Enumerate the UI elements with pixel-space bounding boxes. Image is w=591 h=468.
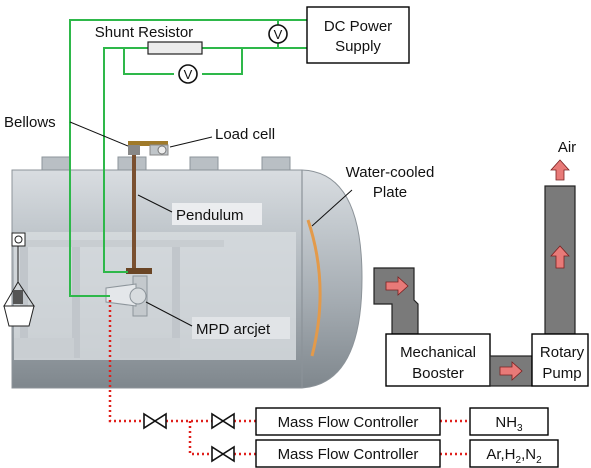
bellows-leader [69, 121, 129, 147]
flow-arrow-up [550, 245, 570, 269]
wire-positive [69, 19, 307, 297]
air-label: Air [558, 139, 576, 156]
dc-power-supply-box [306, 6, 410, 64]
mechanical-booster-duct [373, 267, 419, 335]
mass-flow-controller-2-box [255, 439, 441, 468]
pendulum-label-bg [172, 203, 262, 225]
valve [211, 445, 235, 463]
vacuum-chamber [11, 156, 363, 389]
gas-source-mix-label: Ar,H2,N2 [486, 446, 542, 466]
arcjet-nozzle [105, 283, 137, 307]
frame-base [120, 338, 180, 358]
pendulum-assembly [126, 141, 169, 274]
mass-flow-controller-1-label: Mass Flow Controller [278, 414, 419, 431]
pendulum-label: Pendulum [176, 207, 244, 224]
load-cell-label: Load cell [215, 126, 275, 143]
rotary-pump-label-1: Rotary [540, 344, 585, 361]
voltmeter-shunt: V [178, 64, 198, 84]
gas-source-nh3-label: NH3 [495, 414, 523, 434]
flow-arrow-right [385, 276, 409, 296]
gas-line-main [108, 300, 144, 423]
pendulum-clamp [126, 268, 152, 274]
mass-flow-controller-1-box [255, 407, 441, 436]
water-cooled-plate [306, 219, 322, 357]
frame-base [14, 338, 74, 358]
pendulum-leader [137, 194, 173, 213]
pulley-wheel [14, 235, 23, 244]
shunt-resistor [147, 41, 203, 55]
mpd-leader [145, 301, 193, 327]
mpd-arcjet-label: MPD arcjet [196, 321, 271, 338]
frame-post [172, 240, 180, 358]
voltmeter-supply: V [268, 24, 288, 44]
mechanical-booster-label-2: Booster [412, 365, 464, 382]
weight-basket [3, 305, 35, 327]
load-cell-sensor [157, 145, 167, 155]
mpd-arcjet [105, 275, 148, 317]
dc-power-supply-label-2: Supply [335, 38, 381, 55]
water-cooled-leader [311, 189, 353, 227]
frame-post [20, 240, 28, 358]
gas-source-nh3-box [469, 407, 549, 436]
frame-beam [14, 240, 224, 247]
rotary-pump-box [531, 333, 589, 387]
flow-arrow-right [499, 361, 523, 381]
pulley-box [11, 232, 26, 247]
mpd-label-bg [192, 317, 290, 339]
gas-feed-lines [108, 300, 470, 456]
valve [211, 412, 235, 430]
load-cell-bar [128, 141, 168, 146]
bellows-top [128, 145, 140, 155]
weight-stack [13, 290, 23, 304]
mass-flow-controller-2-label: Mass Flow Controller [278, 446, 419, 463]
voltmeter-supply-symbol: V [274, 27, 283, 42]
bellows-label: Bellows [4, 114, 56, 131]
mechanical-booster-label-1: Mechanical [400, 344, 476, 361]
water-cooled-label-1: Water-cooled [346, 164, 435, 181]
power-wiring [69, 19, 307, 297]
calibration-weights [3, 232, 35, 327]
gas-line-branch [188, 421, 212, 456]
valve [143, 412, 167, 430]
rotary-pump-label-2: Pump [542, 365, 581, 382]
water-cooled-label-2: Plate [373, 184, 407, 201]
shunt-resistor-label: Shunt Resistor [95, 24, 193, 41]
load-cell-leader [169, 136, 213, 148]
exhaust-arrow-up [550, 159, 570, 181]
gas-source-mix-box [469, 439, 559, 468]
pendulum-rod [132, 152, 136, 272]
pump-train: Mechanical Booster Rotary Pump Air [373, 139, 589, 387]
dc-power-supply-label-1: DC Power [324, 18, 392, 35]
wire-meter-branch-right [202, 48, 243, 75]
mechanical-booster-box [385, 333, 491, 387]
wire-to-thruster [103, 47, 148, 273]
wire-meter-branch-left [123, 48, 174, 75]
frame-post [72, 240, 80, 358]
voltmeter-shunt-symbol: V [184, 67, 193, 82]
